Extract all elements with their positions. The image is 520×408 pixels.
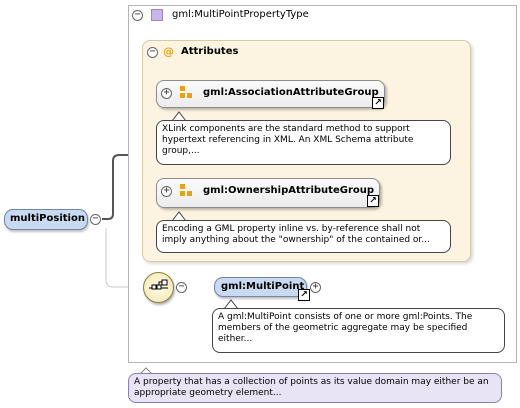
compositor-collapse-toggle[interactable]: − xyxy=(176,282,187,293)
root-element-doc: A property that has a collection of poin… xyxy=(128,373,502,403)
association-doc-pointer xyxy=(171,111,187,122)
type-icon xyxy=(151,9,163,21)
type-title: gml:MultiPointPropertyType xyxy=(172,9,309,20)
association-group-name: gml:AssociationAttributeGroup xyxy=(203,87,379,98)
child-expand-toggle[interactable]: + xyxy=(310,282,321,293)
attribute-group-icon xyxy=(180,184,194,198)
child-element-box[interactable] xyxy=(214,277,307,297)
root-element-box[interactable] xyxy=(4,209,88,230)
child-element-name: gml:MultiPoint xyxy=(221,281,305,292)
attributes-collapse-toggle[interactable]: − xyxy=(147,47,158,58)
attribute-group-association[interactable] xyxy=(156,80,385,108)
ownership-expand-toggle[interactable]: + xyxy=(161,186,172,197)
at-icon: @ xyxy=(163,45,174,58)
ownership-jump-icon[interactable]: ↗ xyxy=(367,195,379,207)
attributes-title: Attributes xyxy=(181,46,239,57)
child-jump-icon[interactable]: ↗ xyxy=(298,289,310,301)
attribute-group-icon xyxy=(180,86,194,100)
ownership-doc: Encoding a GML property inline vs. by-re… xyxy=(156,220,451,253)
association-doc: XLink components are the standard method… xyxy=(156,120,451,165)
association-expand-toggle[interactable]: + xyxy=(161,88,172,99)
sequence-icon xyxy=(149,279,168,290)
association-jump-icon[interactable]: ↗ xyxy=(372,97,384,109)
child-element-doc: A gml:MultiPoint consists of one or more… xyxy=(212,308,505,353)
root-element-name: multiPosition xyxy=(10,213,85,224)
ownership-doc-pointer xyxy=(171,211,187,222)
ownership-group-name: gml:OwnershipAttributeGroup xyxy=(203,185,375,196)
child-doc-pointer xyxy=(223,299,239,310)
attribute-group-ownership[interactable] xyxy=(156,178,380,208)
root-collapse-toggle[interactable]: − xyxy=(90,214,101,225)
type-collapse-toggle[interactable]: − xyxy=(132,10,143,21)
